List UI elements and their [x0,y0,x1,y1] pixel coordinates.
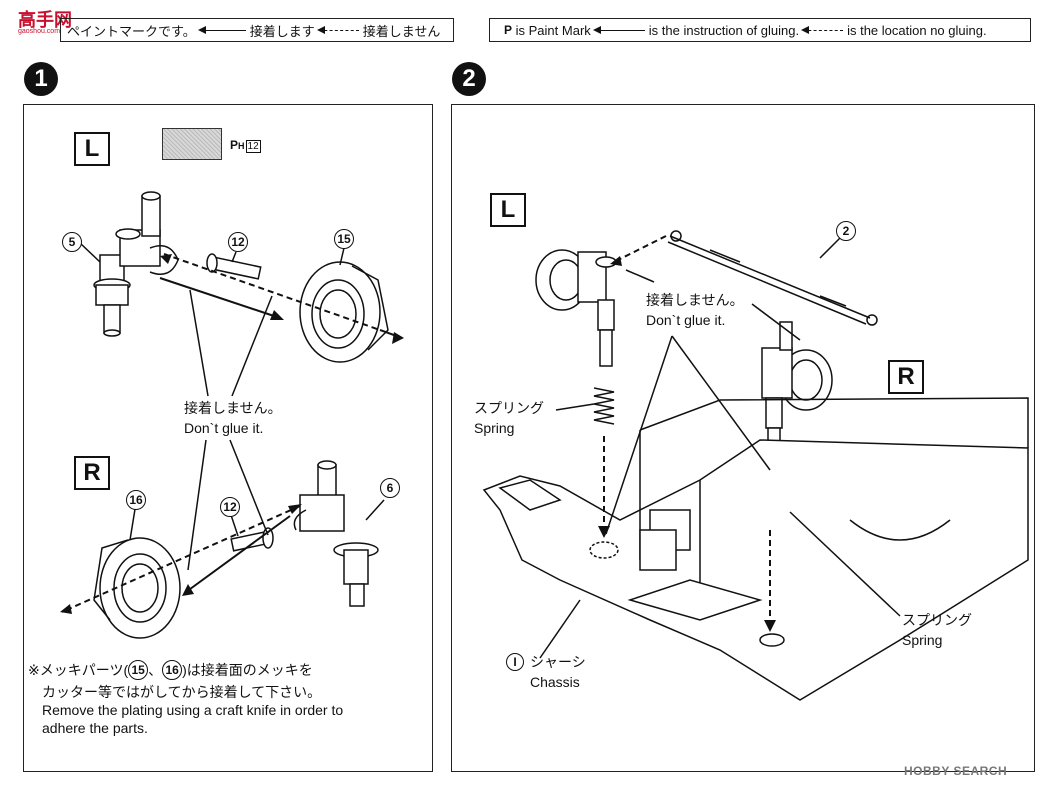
step1-left-label: L [74,132,110,166]
part-callout: 16 [162,660,183,680]
step1-no-glue-jp: 接着しません。 [184,400,282,416]
step2-no-glue-jp: 接着しません。 [646,292,744,308]
step-1-panel [23,104,433,772]
chassis-label-en: Chassis [530,674,580,690]
glue-arrow-icon [197,25,246,34]
credit-watermark: HOBBY SEARCH [904,764,1008,778]
no-glue-arrow-icon [316,25,359,34]
step-2-badge: 2 [452,62,486,96]
note-jp-suffix: は接着面のメッキを [186,662,313,678]
glue-arrow-icon [592,25,645,34]
plating-note-line1: ※メッキパーツ(15、16)は接着面のメッキを [28,660,313,680]
part-callout: 15 [334,229,354,249]
watermark: 高手网 gaoshou.com [18,6,72,35]
step1-no-glue-en: Don`t glue it. [184,420,264,436]
plating-note-en1: Remove the plating using a craft knife i… [42,702,344,718]
legend-english: P is Paint Mark is the instruction of gl… [489,18,1031,42]
watermark-logo: 高手网 [18,10,72,30]
paint-code-number: 12 [245,140,261,153]
legend-glue-en: is the instruction of gluing. [648,22,800,38]
step2-left-label: L [490,193,526,227]
step1-drawing [79,191,389,639]
chassis-label-jp: I シャーシ [506,652,586,672]
part-callout: 16 [126,490,146,510]
legend-japanese: ペイントマークです。 接着します 接着しません [60,18,454,42]
spring-label-jp-left: スプリング [474,400,544,416]
step2-drawing [482,230,1029,701]
part-callout: 6 [380,478,400,498]
part-callout: 5 [62,232,82,252]
step2-arrowheads [598,256,776,632]
step1-arrowheads [60,254,404,614]
step-1-badge: 1 [24,62,58,96]
legend-noglue-en: is the location no gluing. [847,22,987,38]
part-callout: 2 [836,221,856,241]
part-callout: 12 [220,497,240,517]
step2-right-label: R [888,360,924,394]
spring-label-jp-right: スプリング [902,612,972,628]
watermark-sub: gaoshou.com [18,28,61,35]
legend-noglue-jp: 接着しません [362,23,441,39]
paint-mark-icon: P [504,23,513,37]
paint-mark-icon: P [230,138,239,152]
legend-paint-en: is Paint Mark [515,22,591,38]
chassis-jp: シャーシ [530,654,586,670]
part-callout: 15 [128,660,149,680]
step1-right-label: R [74,456,110,490]
step2-arrows [603,235,771,624]
legend-paint-text-jp: ペイントマークです。 [67,23,196,39]
part-callout: 12 [228,232,248,252]
step2-no-glue-en: Don`t glue it. [646,312,726,328]
step-2-panel [451,104,1035,772]
spring-label-en-right: Spring [902,632,943,648]
plating-note-en2: adhere the parts. [42,720,148,736]
paint-swatch [162,128,222,160]
note-jp-prefix: ※メッキパーツ [28,662,124,678]
plating-note-line2: カッター等ではがしてから接着して下さい。 [42,684,322,700]
legend-glue-jp: 接着します [249,23,315,39]
spring-label-en-left: Spring [474,420,515,436]
no-glue-arrow-icon [801,25,844,34]
step1-arrows [61,253,403,613]
part-callout: I [506,653,524,671]
